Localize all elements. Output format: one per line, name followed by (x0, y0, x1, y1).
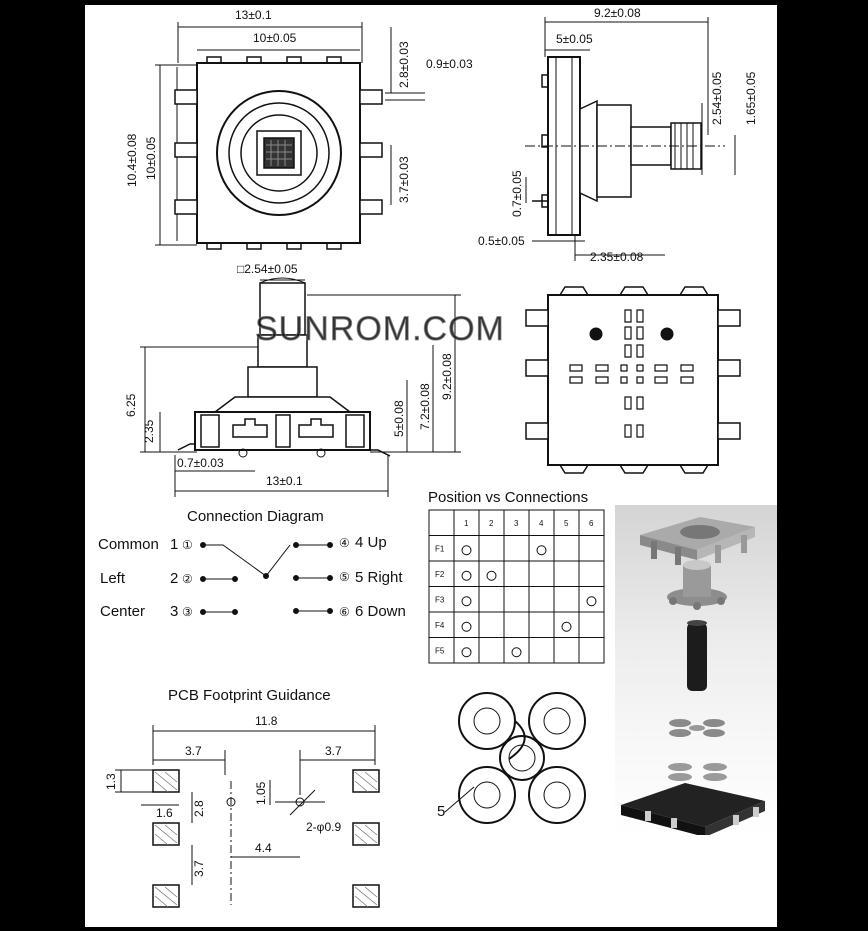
pin-circled-2: ② (182, 572, 193, 586)
dim-height-a: 6.25 (124, 393, 138, 417)
dim-h2: 7.2±0.08 (418, 383, 432, 430)
dim-pin-offset: 2.8±0.03 (397, 41, 411, 88)
label-right: 5 Right (355, 569, 403, 586)
pcb-dim-pad-pitch: 3.7 (192, 860, 206, 877)
dim-base-to-shaft: 2.35±0.08 (590, 250, 644, 264)
dim-shaft-square: □2.54±0.05 (237, 262, 298, 276)
pcb-dim-pad-width: 1.6 (156, 806, 173, 820)
top-view: 13±0.1 10±0.05 10.4±0.08 10±0.05 2.8±0.0… (125, 8, 473, 250)
pcb-dim-center-offset: 4.4 (255, 841, 272, 855)
dim-h1: 5±0.08 (392, 400, 406, 437)
connection-mark (586, 596, 597, 607)
pin-circled-3: ③ (182, 605, 193, 619)
dim-front-width: 13±0.1 (266, 474, 303, 488)
label-left: Left (100, 570, 126, 587)
pcb-dim-right-offset: 3.7 (325, 744, 342, 758)
connection-mark (486, 570, 497, 581)
table-col-header: 2 (489, 519, 494, 528)
exploded-view-illustration (615, 505, 777, 835)
pin-number-2: 2 (170, 570, 178, 587)
dim-lead-height: 0.7±0.05 (510, 170, 524, 217)
pcb-footprint-title: PCB Footprint Guidance (168, 687, 331, 704)
label-common: Common (98, 536, 159, 553)
pcb-dim-left-offset: 3.7 (185, 744, 202, 758)
table-col-header: 3 (514, 519, 519, 528)
pin-circled-1: ① (182, 538, 193, 552)
datasheet-sheet: 13±0.1 10±0.05 10.4±0.08 10±0.05 2.8±0.0… (85, 5, 777, 927)
pin-circled-6: ⑥ (339, 605, 350, 619)
connection-mark (461, 545, 472, 556)
position-table-title: Position vs Connections (428, 489, 588, 506)
table-row-label: F1 (435, 545, 445, 554)
dim-overall-height: 10.4±0.08 (125, 133, 139, 187)
pcb-dim-hole-spacing: 1.05 (254, 781, 268, 805)
pin-circled-4: ④ (339, 536, 350, 550)
table-row-label: F3 (435, 596, 445, 605)
connection-mark (461, 647, 472, 658)
contact-spring-label: 5 (437, 803, 445, 820)
bottom-view (525, 286, 741, 474)
dim-height-b: 2.35 (142, 419, 156, 443)
table-col-header: 6 (589, 519, 594, 528)
connection-diagram: Connection Diagram Common Left Center 1 … (98, 508, 406, 620)
dim-inner-height: 10±0.05 (144, 136, 158, 180)
front-view: □2.54±0.05 6.25 2.35 0.7±0.03 13±0.1 5±0… (124, 262, 461, 497)
label-up: 4 Up (355, 534, 387, 551)
table-col-header: 5 (564, 519, 569, 528)
pcb-dim-overall: 11.8 (255, 714, 278, 728)
label-center: Center (100, 603, 145, 620)
dim-pin-width-front: 0.7±0.03 (177, 456, 224, 470)
table-col-header: 1 (464, 519, 469, 528)
dim-overall-width: 13±0.1 (235, 8, 272, 22)
pcb-dim-pad-height: 1.3 (104, 773, 118, 790)
dim-pin-pitch: 3.7±0.03 (397, 156, 411, 203)
pcb-dim-pad-spacing: 2.8 (192, 800, 206, 817)
table-row-label: F2 (435, 570, 445, 579)
connection-mark (461, 570, 472, 581)
connection-mark (461, 596, 472, 607)
contact-spring-drawing: 5 (437, 692, 586, 824)
pin-number-1: 1 (170, 536, 178, 553)
dim-h3: 9.2±0.08 (440, 353, 454, 400)
table-row-label: F5 (435, 647, 445, 656)
table-col-header: 4 (539, 519, 544, 528)
table-row-label: F4 (435, 621, 445, 630)
connection-mark (461, 621, 472, 632)
label-down: 6 Down (355, 603, 406, 620)
drawing-canvas: 13±0.1 10±0.05 10.4±0.08 10±0.05 2.8±0.0… (98, 6, 758, 908)
pin-number-3: 3 (170, 603, 178, 620)
pcb-footprint: PCB Footprint Guidance 11.8 3.7 3.7 1.3 … (104, 687, 380, 908)
dim-inner-width: 10±0.05 (253, 31, 297, 45)
connection-diagram-title: Connection Diagram (187, 508, 324, 525)
dim-total-length: 9.2±0.08 (594, 6, 641, 20)
watermark: SUNROM.COM (255, 310, 505, 348)
dim-body-length: 5±0.05 (556, 32, 593, 46)
side-view: 9.2±0.08 5±0.05 2.54±0.05 1.65±0.05 0.7±… (478, 6, 758, 264)
dim-lead-thickness: 0.5±0.05 (478, 234, 525, 248)
pin-circled-5: ⑤ (339, 570, 350, 584)
dim-pin-width: 0.9±0.03 (426, 57, 473, 71)
dim-shaft-offset: 1.65±0.05 (744, 71, 758, 125)
pcb-hole-label: 2-φ0.9 (306, 820, 341, 834)
connection-mark (561, 621, 572, 632)
connection-mark (511, 647, 522, 658)
dim-shaft-height: 2.54±0.05 (710, 71, 724, 125)
connection-mark (536, 545, 547, 556)
